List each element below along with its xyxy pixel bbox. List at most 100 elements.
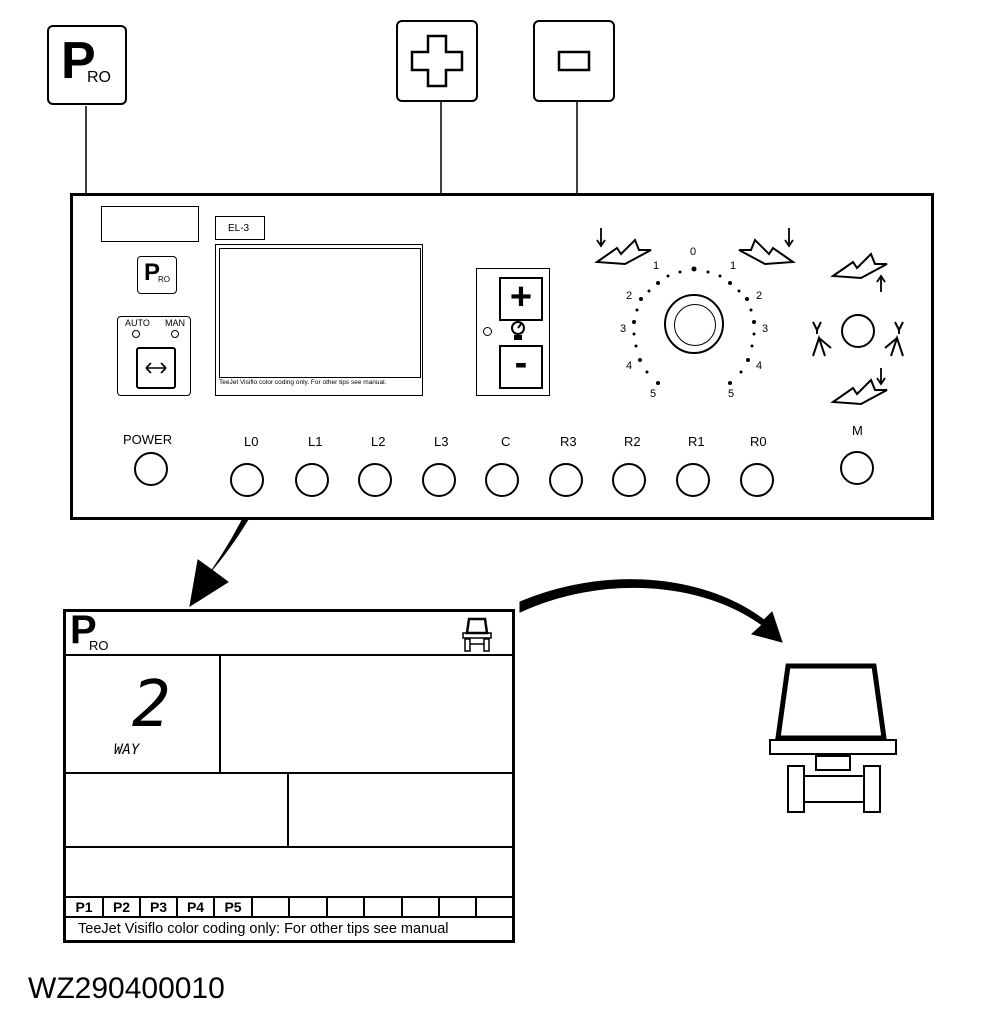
m-label: M <box>852 423 863 438</box>
lcd-middle-left-cell <box>66 774 289 848</box>
section-label-l1: L1 <box>308 434 323 449</box>
small-lcd-screen: TeeJet Visiflo color coding only. For ot… <box>215 244 423 396</box>
minus-icon <box>557 50 591 72</box>
auto-led <box>132 330 140 338</box>
section-label-r2: R2 <box>624 434 641 449</box>
boom-lower-icon <box>830 368 888 406</box>
small-lcd-inner <box>219 248 421 378</box>
man-led <box>171 330 179 338</box>
label-plate <box>101 206 199 242</box>
dial-mark-right-3: 3 <box>762 323 769 335</box>
section-button-l1[interactable] <box>295 463 329 497</box>
lcd-logo-letter: P <box>70 608 97 652</box>
tank-large-icon <box>769 663 897 813</box>
model-tag: EL-3 <box>215 216 265 240</box>
pro-button-letter: P <box>144 259 161 286</box>
dial-mark-right-2: 2 <box>756 290 763 302</box>
lcd-tab-p5: P5 <box>215 898 253 916</box>
tilt-joystick-button[interactable] <box>841 314 875 348</box>
plus-key-callout <box>396 20 478 102</box>
lcd-tab-9 <box>365 898 403 916</box>
section-button-l0[interactable] <box>230 463 264 497</box>
lcd-tab-p4: P4 <box>178 898 215 916</box>
section-button-r1[interactable] <box>676 463 710 497</box>
dial-mark-left-4: 4 <box>626 360 633 372</box>
m-button[interactable] <box>840 451 874 485</box>
section-label-c: C <box>501 434 511 449</box>
dial-mark-0: 0 <box>690 246 697 258</box>
double-arrow-icon <box>145 362 167 374</box>
tilt-right-icon <box>884 321 904 357</box>
plus-minus-led <box>483 327 492 336</box>
lcd-tab-10 <box>403 898 440 916</box>
plus-minus-group: + - <box>476 268 550 396</box>
section-button-r2[interactable] <box>612 463 646 497</box>
plus-button-label: + <box>509 276 533 318</box>
lcd-tab-p2: P2 <box>104 898 141 916</box>
section-button-r3[interactable] <box>549 463 583 497</box>
pro-key-subscript: RO <box>87 69 111 86</box>
figure-id: WZ290400010 <box>28 972 225 1005</box>
section-selector-dial[interactable] <box>664 294 724 354</box>
pressure-gauge-icon <box>511 321 525 340</box>
pro-key-letter: P <box>61 32 96 90</box>
section-label-r1: R1 <box>688 434 705 449</box>
lcd-tab-6 <box>253 898 290 916</box>
lcd-tab-7 <box>290 898 328 916</box>
pro-key-callout: P RO <box>47 25 127 105</box>
lcd-tab-12 <box>477 898 512 916</box>
lcd-unit: WAY <box>114 742 140 758</box>
section-label-l3: L3 <box>434 434 449 449</box>
dial-mark-left-3: 3 <box>620 323 627 335</box>
dial-mark-right-1: 1 <box>730 260 737 272</box>
minus-button[interactable]: - <box>499 342 543 389</box>
lcd-tab-11 <box>440 898 477 916</box>
lcd-header: P RO <box>66 608 512 656</box>
plus-button[interactable]: + <box>499 277 543 321</box>
boom-left-down-icon <box>594 228 652 266</box>
dial-tick-marks <box>632 266 756 385</box>
arrow-to-tank <box>519 579 783 643</box>
pro-button[interactable]: P RO <box>137 256 177 294</box>
dial-mark-left-1: 1 <box>653 260 660 272</box>
section-button-l2[interactable] <box>358 463 392 497</box>
lcd-tab-row: P1 P2 P3 P4 P5 <box>66 896 512 918</box>
auto-label: AUTO <box>125 318 150 328</box>
toggle-inner-key <box>136 347 176 389</box>
dial-mark-right-5: 5 <box>728 388 735 400</box>
pro-button-sub: RO <box>158 275 170 284</box>
control-panel: EL-3 P RO AUTO MAN TeeJet Visiflo color … <box>70 193 934 520</box>
tilt-left-icon <box>812 321 832 357</box>
lcd-display: P RO 2 WAY P1 P2 P3 P4 P5 TeeJet Visiflo… <box>63 608 515 943</box>
section-button-c[interactable] <box>485 463 519 497</box>
lcd-middle-right-cell <box>289 774 512 848</box>
power-label: POWER <box>123 432 173 447</box>
model-label: EL-3 <box>228 222 250 234</box>
lcd-tab-p1: P1 <box>66 898 104 916</box>
section-label-l2: L2 <box>371 434 386 449</box>
lcd-value: 2 <box>132 668 171 742</box>
lcd-tab-p3: P3 <box>141 898 178 916</box>
section-label-l0: L0 <box>244 434 259 449</box>
dial-mark-right-4: 4 <box>756 360 763 372</box>
man-label: MAN <box>165 318 185 328</box>
lcd-top-right-cell <box>221 656 512 774</box>
lcd-tab-8 <box>328 898 365 916</box>
lcd-value-cell: 2 WAY <box>66 656 221 774</box>
section-button-l3[interactable] <box>422 463 456 497</box>
auto-man-toggle-button[interactable] <box>117 316 191 396</box>
dial-inner-ring <box>674 304 716 346</box>
section-button-r0[interactable] <box>740 463 774 497</box>
boom-right-down-icon <box>738 228 796 266</box>
small-lcd-footer: TeeJet Visiflo color coding only. For ot… <box>219 379 387 386</box>
minus-button-label: - <box>514 342 528 384</box>
tank-small-icon <box>462 617 492 652</box>
dial-mark-left-5: 5 <box>650 388 657 400</box>
boom-raise-icon <box>830 252 888 292</box>
plus-icon <box>410 34 464 88</box>
dial-mark-left-2: 2 <box>626 290 633 302</box>
lcd-footer: TeeJet Visiflo color coding only: For ot… <box>78 921 449 937</box>
minus-key-callout <box>533 20 615 102</box>
power-button[interactable] <box>134 452 168 486</box>
section-label-r3: R3 <box>560 434 577 449</box>
